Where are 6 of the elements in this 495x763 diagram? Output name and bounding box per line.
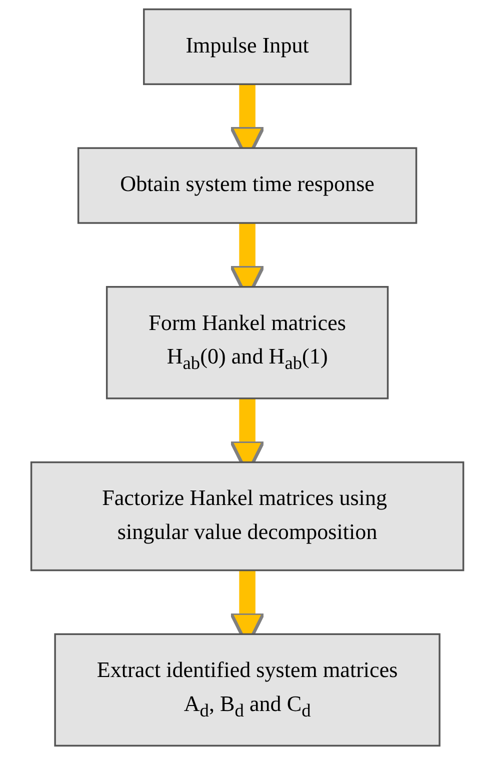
node-box xyxy=(30,461,464,572)
node-box xyxy=(106,286,389,400)
node-box xyxy=(54,633,441,747)
flowchart: Impulse Input Obtain system time response Form Hankel matrices H$_{ab}$(0) and H$_{ab}$(1) Factorize Hankel matrices using singular value decomposition Extract identified system matrices A$_{d}$, B$_{d}$ and C$_{d}$ xyxy=(22,0,473,755)
node-box xyxy=(78,147,418,224)
node-box xyxy=(143,8,352,86)
